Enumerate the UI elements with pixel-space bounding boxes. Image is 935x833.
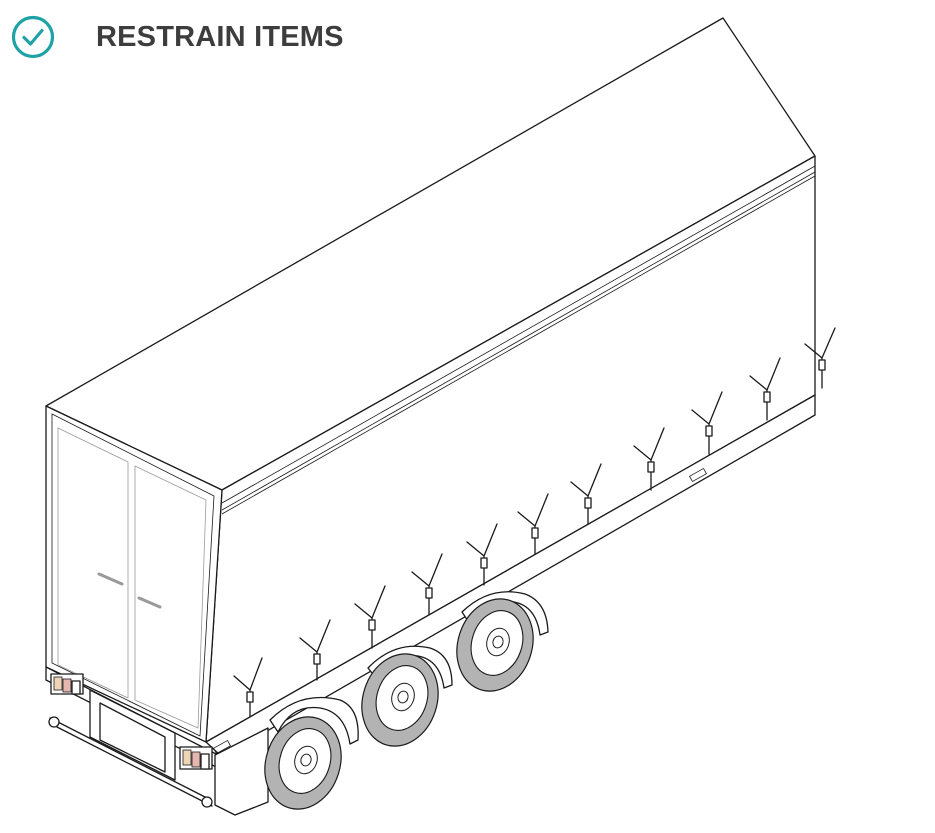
rear-door-left <box>57 427 129 699</box>
rear-lamp-right <box>179 746 213 770</box>
curtain-strap <box>749 357 781 421</box>
curtain-strap <box>354 585 386 649</box>
curtain-strap <box>299 619 331 681</box>
curtain-strap <box>517 493 549 555</box>
curtain-strap <box>570 463 602 525</box>
curtain-strap <box>633 427 665 491</box>
check-circle-icon <box>11 15 55 59</box>
curtain-strap <box>691 391 723 455</box>
side-rail <box>205 394 816 758</box>
curtain-strap <box>466 523 498 586</box>
curtain-strap <box>411 553 443 615</box>
curtain-strap <box>233 657 263 717</box>
rear-lamp-left <box>50 673 84 695</box>
rear-door-right <box>134 465 207 729</box>
wheel-rear <box>264 716 342 810</box>
wheel-front <box>456 598 534 692</box>
wheel-middle <box>361 653 439 747</box>
curtain-strap <box>804 327 836 389</box>
section-title: RESTRAIN ITEMS <box>96 20 344 53</box>
section-header: RESTRAIN ITEMS <box>10 14 344 60</box>
